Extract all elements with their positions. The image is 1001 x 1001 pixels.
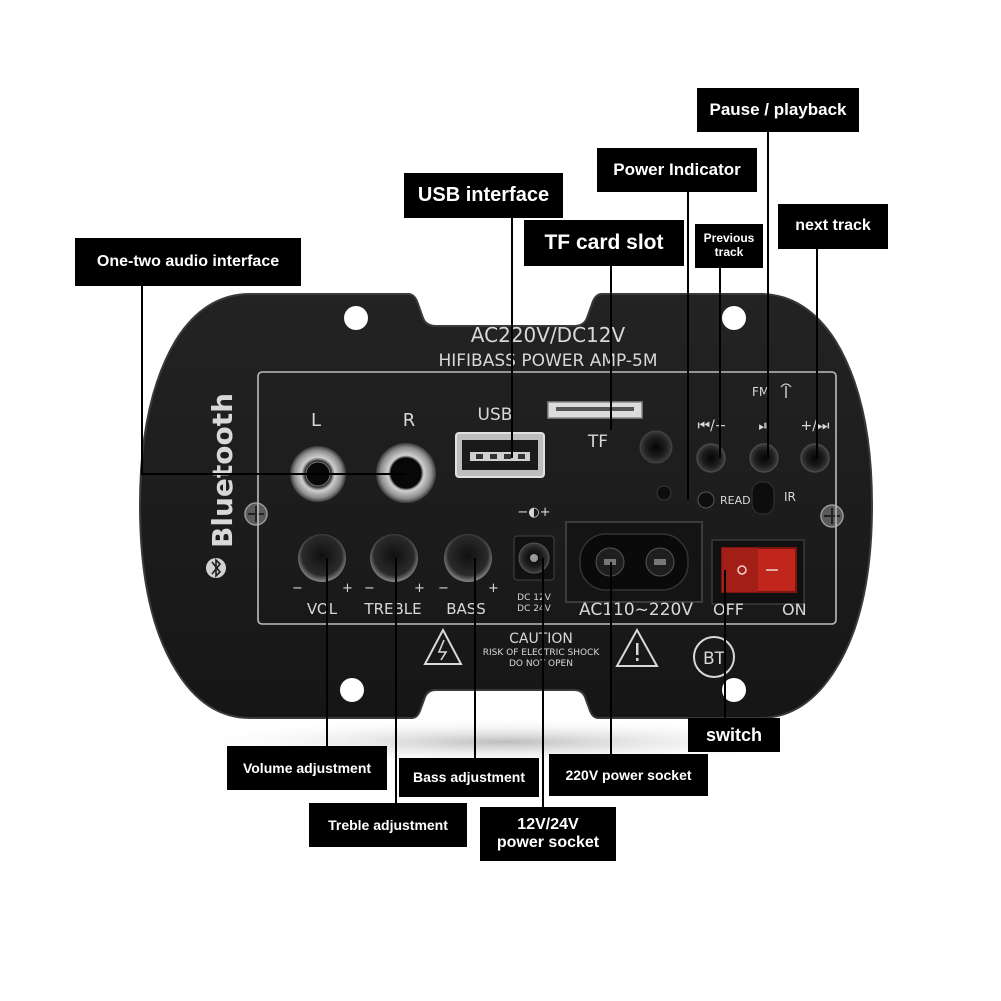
dc-volts-1: DC 12V [517,593,552,603]
callout-power-indicator: Power Indicator [597,148,757,192]
bt-badge-text: BT [703,649,726,669]
previous-track-button[interactable] [696,443,726,473]
volume-knob[interactable] [298,534,346,582]
bass-plus-mark: + [488,581,499,596]
switch-off-label: OFF [713,600,744,619]
leader-audio-interface-h [141,473,406,475]
label-l: L [311,410,321,431]
callout-pause-playback: Pause / playback [697,88,859,132]
bluetooth-brand: Bluetooth [206,393,239,578]
leader-dc-socket [542,558,544,809]
bt-badge [693,636,735,678]
leader-volume [326,558,328,748]
bass-minus-mark: − [438,581,449,596]
leader-treble [395,558,397,805]
callout-volume-adjustment: Volume adjustment [227,746,387,790]
model-line-2: HIFIBASS POWER AMP-5M [438,351,657,371]
vol-label: VOL [307,600,338,618]
callout-tf-card-slot: TF card slot [524,220,684,266]
ir-label: IR [784,490,796,504]
dc-volts-2: DC 24V [517,604,552,614]
screw-left [244,502,268,526]
ir-sensor [751,481,775,515]
ac-power-socket[interactable] [565,521,703,603]
leader-next-track [816,249,818,458]
leader-tf [610,266,612,430]
mounting-hole [344,306,368,330]
mounting-hole [722,678,746,702]
leader-usb [511,218,513,458]
antenna-icon [780,383,792,398]
screw-right [820,504,844,528]
callout-treble-adjustment: Treble adjustment [309,803,467,847]
caution-line-1: RISK OF ELECTRIC SHOCK [483,648,601,658]
model-line-1: AC220V/DC12V [471,323,626,347]
read-label: READ [720,494,751,507]
caution-title: CAUTION [509,631,573,647]
bass-label: BASS [446,600,486,618]
leader-ac-socket [610,562,612,756]
caution-block [423,627,659,667]
callout-switch: switch [688,718,780,752]
mounting-hole [722,306,746,330]
vol-minus-mark: − [292,581,303,596]
label-r: R [403,410,416,431]
mounting-hole [340,678,364,702]
callout-bass-adjustment: Bass adjustment [399,758,539,797]
leader-switch [724,570,726,720]
power-indicator-led [697,491,715,509]
dc-polarity-symbol: −◐+ [517,505,550,520]
callout-dc-power-socket: 12V/24V power socket [480,807,616,861]
callout-next-track: next track [778,204,888,249]
next-button-label: +/⏭ [800,418,829,434]
callout-previous-track: Previous track [695,224,763,268]
dc-power-jack[interactable] [513,535,555,581]
inner-frame [257,371,837,625]
treble-plus-mark: + [414,581,425,596]
play-button-label: ⏯ [758,418,769,434]
bass-knob[interactable] [444,534,492,582]
callout-audio-interface: One-two audio interface [75,238,301,286]
vol-plus-mark: + [342,581,353,596]
callout-ac-power-socket: 220V power socket [549,754,708,796]
svg-text:Bluetooth: Bluetooth [206,393,239,548]
usb-label: USB [478,405,513,425]
prev-button-label: ⏮/− [697,418,726,434]
next-track-button[interactable] [800,443,830,473]
callout-usb-interface: USB interface [404,173,563,218]
usb-port[interactable] [455,432,545,478]
treble-label: TREBLE [363,600,421,618]
status-led [656,485,672,501]
leader-pause-playback [767,132,769,458]
pause-playback-button[interactable] [749,443,779,473]
caution-line-2: DO NOT OPEN [509,659,573,669]
ac-voltage-label: AC110~220V [579,600,693,620]
switch-on-label: ON [782,600,807,619]
power-switch[interactable] [711,539,805,605]
treble-knob[interactable] [370,534,418,582]
leader-audio-interface-v [141,286,143,474]
leader-previous-track [719,268,721,458]
leader-power-indicator [687,192,689,500]
leader-bass [474,558,476,760]
panel-body [138,293,874,719]
tf-label: TF [587,432,608,452]
ir-receiver [639,430,673,464]
treble-minus-mark: − [364,581,375,596]
fm-label: FM [752,385,769,399]
